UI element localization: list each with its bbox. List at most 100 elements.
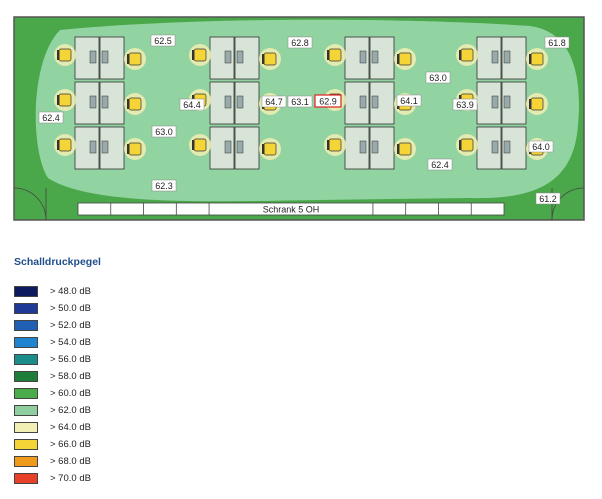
monitor-icon — [89, 95, 97, 109]
svg-text:62.8: 62.8 — [291, 38, 309, 48]
value-v4: 63.0 — [425, 71, 451, 84]
legend: > 48.0 dB > 50.0 dB > 52.0 dB > 54.0 dB > 56… — [14, 283, 91, 487]
legend-swatch — [14, 371, 38, 382]
monitor-icon — [503, 95, 511, 109]
legend-item: > 66.0 dB — [14, 436, 91, 453]
svg-text:63.1: 63.1 — [291, 97, 309, 107]
legend-item: > 54.0 dB — [14, 334, 91, 351]
monitor-icon — [236, 140, 244, 154]
desk — [501, 36, 527, 80]
value-v11: 63.9 — [452, 98, 478, 111]
chair-back-icon — [192, 140, 195, 150]
chair-icon — [263, 52, 277, 66]
monitor-icon — [503, 140, 511, 154]
legend-label: > 52.0 dB — [50, 320, 91, 331]
monitor-icon — [101, 95, 109, 109]
svg-text:61.8: 61.8 — [548, 38, 566, 48]
chair-back-icon — [529, 54, 532, 64]
monitor-icon — [89, 140, 97, 154]
monitor-icon — [371, 50, 379, 64]
svg-text:64.4: 64.4 — [183, 100, 201, 110]
legend-swatch — [14, 422, 38, 433]
legend-swatch — [14, 286, 38, 297]
legend-swatch — [14, 456, 38, 467]
chair-back-icon — [262, 54, 265, 64]
value-v15: 62.3 — [151, 179, 177, 192]
cabinet-label: Schrank 5 OH — [263, 205, 320, 215]
monitor-icon — [359, 50, 367, 64]
monitor-icon — [491, 50, 499, 64]
chair-icon — [128, 142, 142, 156]
monitor-icon — [89, 50, 97, 64]
value-v9: 62.9 — [314, 94, 342, 108]
svg-text:64.0: 64.0 — [532, 142, 550, 152]
value-v14: 62.4 — [427, 158, 453, 171]
legend-swatch — [14, 405, 38, 416]
legend-item: > 48.0 dB — [14, 283, 91, 300]
chair-icon — [530, 97, 544, 111]
chair-back-icon — [57, 50, 60, 60]
zone-62db — [35, 19, 579, 202]
cabinet-body — [77, 202, 505, 216]
monitor-icon — [236, 50, 244, 64]
legend-label: > 48.0 dB — [50, 286, 91, 297]
svg-text:63.0: 63.0 — [429, 73, 447, 83]
legend-label: > 70.0 dB — [50, 473, 91, 484]
svg-text:63.0: 63.0 — [155, 127, 173, 137]
chair-icon — [398, 52, 412, 66]
legend-label: > 54.0 dB — [50, 337, 91, 348]
legend-swatch — [14, 388, 38, 399]
monitor-icon — [491, 95, 499, 109]
value-v13: 64.0 — [528, 140, 554, 153]
legend-label: > 66.0 dB — [50, 439, 91, 450]
legend-item: > 70.0 dB — [14, 470, 91, 487]
chair-icon — [58, 138, 72, 152]
legend-label: > 50.0 dB — [50, 303, 91, 314]
cabinet: Schrank 5 OH — [77, 202, 505, 216]
svg-text:62.5: 62.5 — [154, 36, 172, 46]
legend-swatch — [14, 354, 38, 365]
legend-swatch — [14, 303, 38, 314]
monitor-icon — [236, 95, 244, 109]
legend-label: > 58.0 dB — [50, 371, 91, 382]
monitor-icon — [224, 95, 232, 109]
chair-back-icon — [57, 95, 60, 105]
monitor-icon — [101, 140, 109, 154]
svg-text:62.3: 62.3 — [155, 181, 173, 191]
chair-icon — [128, 52, 142, 66]
chair-back-icon — [262, 144, 265, 154]
value-v10: 64.1 — [396, 94, 422, 107]
legend-item: > 60.0 dB — [14, 385, 91, 402]
chair-icon — [58, 48, 72, 62]
monitor-icon — [491, 140, 499, 154]
legend-item: > 68.0 dB — [14, 453, 91, 470]
chair-back-icon — [192, 50, 195, 60]
value-v7: 64.7 — [261, 95, 287, 108]
legend-label: > 62.0 dB — [50, 405, 91, 416]
chair-icon — [460, 138, 474, 152]
legend-label: > 64.0 dB — [50, 422, 91, 433]
chair-back-icon — [57, 140, 60, 150]
chair-back-icon — [397, 144, 400, 154]
chair-back-icon — [459, 50, 462, 60]
chair-back-icon — [459, 140, 462, 150]
monitor-icon — [371, 140, 379, 154]
chair-icon — [328, 48, 342, 62]
chair-icon — [398, 142, 412, 156]
svg-text:61.2: 61.2 — [539, 194, 557, 204]
legend-label: > 56.0 dB — [50, 354, 91, 365]
svg-text:64.7: 64.7 — [265, 97, 283, 107]
chair-back-icon — [327, 50, 330, 60]
chair-icon — [530, 52, 544, 66]
monitor-icon — [224, 50, 232, 64]
value-v6: 64.4 — [179, 98, 205, 111]
monitor-icon — [359, 95, 367, 109]
value-v12: 63.0 — [151, 125, 177, 138]
svg-text:63.9: 63.9 — [456, 100, 474, 110]
legend-title: Schalldruckpegel — [14, 256, 101, 268]
cabinet-dividers — [110, 203, 472, 215]
chair-icon — [193, 138, 207, 152]
door-left — [13, 187, 47, 221]
monitor-icon — [359, 140, 367, 154]
monitor-icon — [503, 50, 511, 64]
